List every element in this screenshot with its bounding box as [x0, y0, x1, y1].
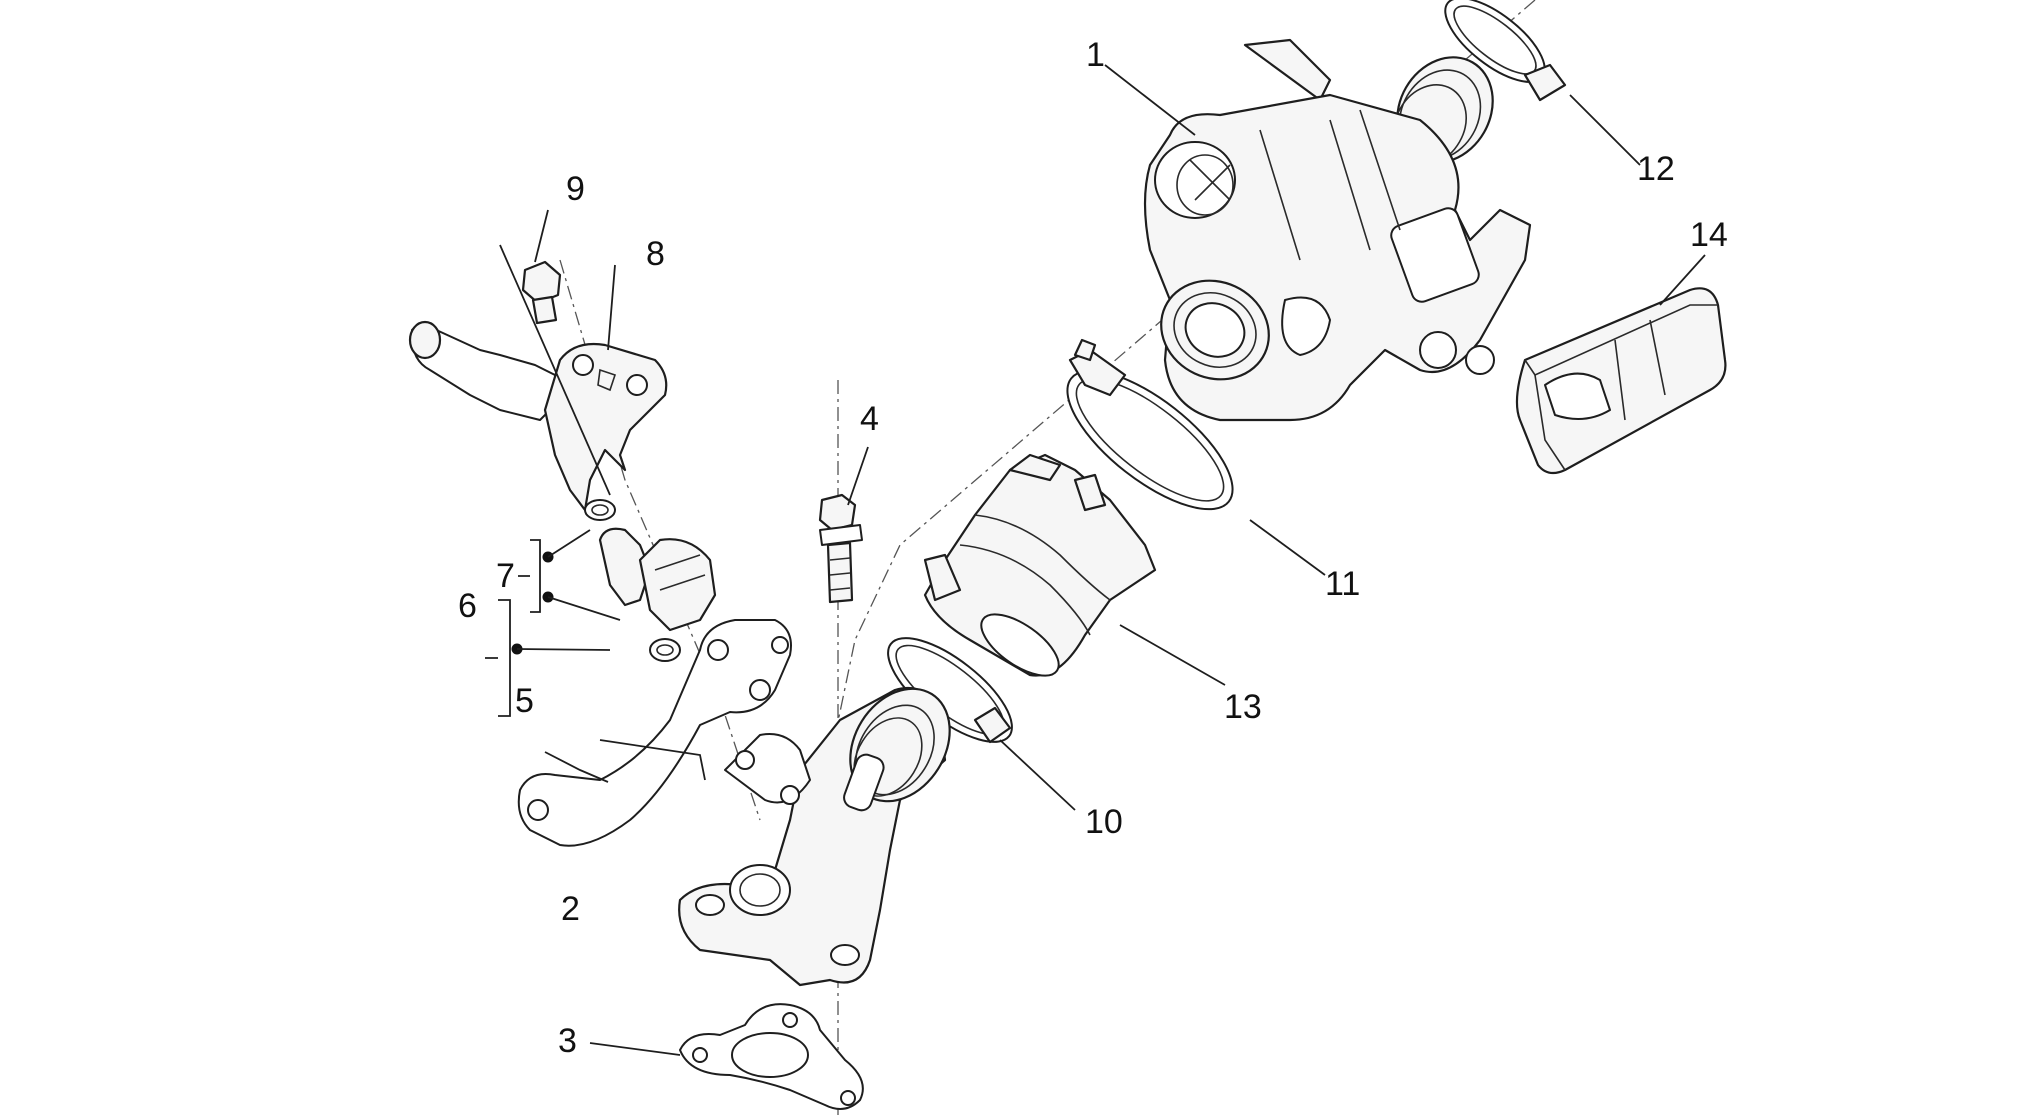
callout-14: 14 [1690, 216, 1728, 254]
callout-10: 10 [1085, 803, 1123, 841]
part-4-screw [818, 493, 863, 604]
leader-lines [485, 64, 1706, 1056]
callout-labels: 1 2 3 4 5 6 7 8 9 10 11 12 13 14 [458, 36, 1728, 1060]
part-5-bracket [517, 619, 792, 847]
part-2-intake-manifold [678, 686, 951, 987]
callout-11: 11 [1325, 565, 1360, 603]
callout-13: 13 [1224, 688, 1262, 726]
callout-1: 1 [1086, 36, 1105, 74]
callout-7: 7 [496, 557, 515, 595]
part-11-clamp [1066, 338, 1234, 511]
part-1-throttle-body [1143, 38, 1532, 422]
part-8-injector-holder [408, 320, 668, 512]
part-14-ecu [1515, 287, 1727, 475]
part-7-injector [584, 499, 717, 662]
callout-9: 9 [566, 170, 585, 208]
part-3-gasket [679, 1003, 864, 1110]
callout-6: 6 [458, 587, 477, 625]
callout-2: 2 [561, 890, 580, 928]
callout-4: 4 [860, 400, 879, 438]
callout-3: 3 [558, 1022, 577, 1060]
callout-8: 8 [646, 235, 665, 273]
callout-12: 12 [1637, 150, 1675, 188]
part-12-clamp [1444, 0, 1567, 102]
part-9-screw [521, 260, 562, 325]
part-13-rubber-sleeve [923, 453, 1157, 677]
callout-5: 5 [515, 682, 534, 720]
